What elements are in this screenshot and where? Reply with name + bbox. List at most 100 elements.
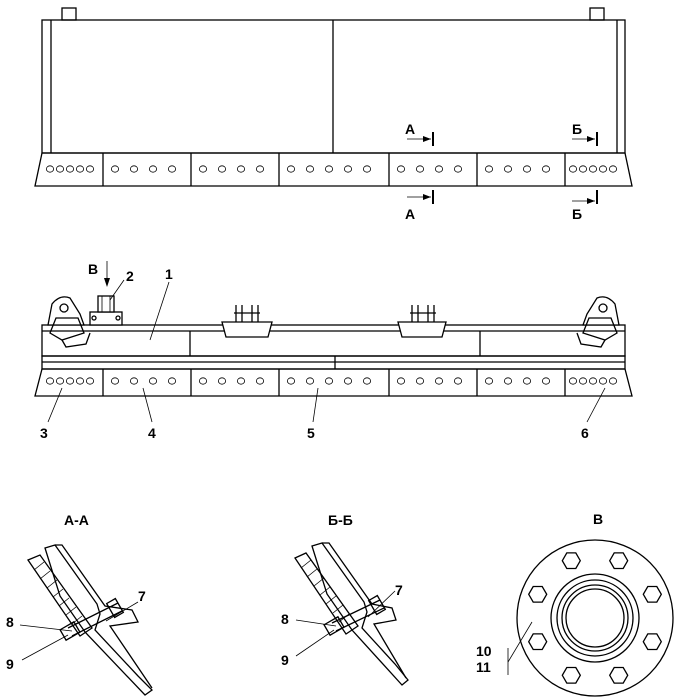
section-b-bottom-label: Б: [572, 206, 582, 222]
push-bracket-left: [221, 305, 273, 338]
bolt-hole: [129, 377, 138, 385]
bolt-hole: [167, 165, 176, 173]
bolt-hole: [217, 377, 226, 385]
bolt-hole: [129, 165, 138, 173]
bolt-hole: [46, 377, 55, 385]
bolt-hole: [111, 165, 120, 173]
section-aa-callout-7: 7: [138, 588, 146, 604]
bolt-hole: [362, 165, 371, 173]
section-bb-title: Б-Б: [328, 512, 353, 528]
section-bb-callout-9: 9: [281, 652, 289, 668]
bolt-hole: [523, 377, 532, 385]
section-aa-callout-8: 8: [6, 614, 14, 630]
bolt-hole: [579, 165, 588, 173]
knife-strip-top: [34, 152, 633, 187]
bolt-hole: [362, 377, 371, 385]
bolt-hole: [305, 165, 314, 173]
bolt-hole: [396, 377, 405, 385]
bolt-hole: [255, 377, 264, 385]
section-a-top-label: А: [405, 121, 415, 137]
bolt-hole: [86, 377, 95, 385]
callout-4: 4: [148, 425, 156, 441]
bolt-hole: [46, 165, 55, 173]
left-ear-bracket: [47, 296, 91, 348]
section-bb-callout-7: 7: [395, 582, 403, 598]
bolt-hole: [434, 165, 443, 173]
bolt-hole: [286, 165, 295, 173]
callout-5: 5: [307, 425, 315, 441]
bolt-hole: [599, 377, 608, 385]
hex-nut: [608, 666, 629, 684]
bolt-hole: [569, 165, 578, 173]
bolt-hole: [503, 165, 512, 173]
section-a-bottom-label: А: [405, 206, 415, 222]
bolt-hole: [434, 377, 443, 385]
section-aa: А-А 7 8 9: [6, 512, 154, 696]
section-bb-callout-8: 8: [281, 611, 289, 627]
front-view: А А Б Б: [34, 7, 633, 222]
hex-nut: [561, 552, 582, 570]
bolt-hole: [76, 377, 85, 385]
bolt-hole: [609, 377, 618, 385]
bolt-hole: [343, 165, 352, 173]
section-bb: Б-Б 7 8 9: [281, 512, 409, 686]
plan-view: В 2 1 3 4 5 6: [34, 261, 633, 441]
view-v-flange: В 10 11: [476, 511, 674, 697]
bolt-hole: [599, 165, 608, 173]
section-aa-title: А-А: [64, 512, 89, 528]
bolt-hole: [86, 165, 95, 173]
bolt-hole: [286, 377, 295, 385]
bolt-hole: [148, 377, 157, 385]
bolt-hole: [236, 377, 245, 385]
bolt-hole: [111, 377, 120, 385]
callout-3: 3: [40, 425, 48, 441]
bolt-hole: [453, 165, 462, 173]
view-v-callout-11: 11: [476, 659, 491, 675]
bolt-hole: [56, 377, 65, 385]
section-b-top-label: Б: [572, 121, 582, 137]
bolt-hole: [415, 377, 424, 385]
bolt-hole: [589, 377, 598, 385]
bolt-hole: [56, 165, 65, 173]
hub-fitting: [89, 295, 123, 326]
bolt-hole: [255, 165, 264, 173]
right-ear-bracket: [576, 296, 620, 348]
bolt-hole: [579, 377, 588, 385]
hex-nut: [642, 585, 663, 603]
view-v-callout-10: 10: [476, 643, 492, 659]
bolt-hole: [453, 377, 462, 385]
bolt-hole: [523, 165, 532, 173]
bolt-hole: [484, 165, 493, 173]
bolt-hole: [343, 377, 352, 385]
bolt-hole: [198, 377, 207, 385]
bolt-hole: [396, 165, 405, 173]
bolt-hole: [76, 165, 85, 173]
flange-bolts: [527, 552, 663, 684]
section-mark-b: Б Б: [572, 121, 598, 222]
callout-1: 1: [165, 266, 173, 282]
bolt-hole: [324, 377, 333, 385]
knife-strip-middle: [34, 368, 633, 397]
push-bracket-right: [397, 305, 447, 338]
callout-6: 6: [581, 425, 589, 441]
bolt-hole: [503, 377, 512, 385]
bolt-hole: [569, 377, 578, 385]
bolt-hole: [415, 165, 424, 173]
view-v-arrow-label: В: [88, 261, 98, 277]
bolt-hole: [66, 377, 75, 385]
bolt-hole: [484, 377, 493, 385]
bolt-hole: [324, 165, 333, 173]
hex-nut: [642, 633, 663, 651]
hex-nut: [527, 633, 548, 651]
bolt-hole: [66, 165, 75, 173]
bolt-hole: [236, 165, 245, 173]
bolt-hole: [542, 165, 551, 173]
bolt-hole: [198, 165, 207, 173]
bolt-hole: [167, 377, 176, 385]
hex-nut: [527, 585, 548, 603]
bolt-hole: [542, 377, 551, 385]
view-v-title: В: [593, 511, 603, 527]
callout-2: 2: [126, 268, 134, 284]
bolt-hole: [589, 165, 598, 173]
bolt-hole: [217, 165, 226, 173]
